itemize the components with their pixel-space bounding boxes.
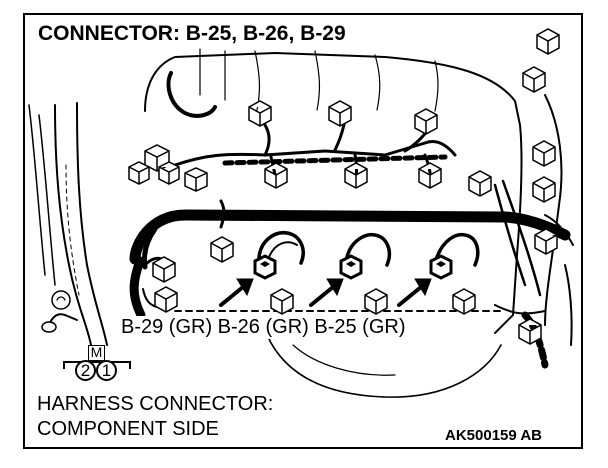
arrow-b25 [397,285,423,307]
main-harness [129,209,571,265]
wire-b26 [257,231,305,265]
ground-terminal [41,321,57,333]
wire-b25a [345,232,392,267]
ground-bolt-icon [51,290,71,310]
component-side-caption: COMPONENT SIDE [37,418,219,440]
connector-key: M [88,345,105,361]
pin-1: 1 [96,360,117,381]
front-cover [266,334,502,398]
arrow-b26 [309,285,335,307]
engine-harness-illustration [28,28,574,398]
top-loop [166,71,217,118]
diagram-frame: CONNECTOR: B-25, B-26, B-29 B-29 (GR) B-… [23,13,583,449]
diagram-title: CONNECTOR: B-25, B-26, B-29 [36,22,348,46]
figure-code: AK500159 AB [445,427,542,444]
wire-b26-b [268,241,298,258]
engine-outline [144,52,523,334]
harness-connector-caption: HARNESS CONNECTOR: [37,393,274,415]
connector-blocks [128,28,560,345]
wire-b25b [435,232,480,267]
connector-labels: B-29 (GR) B-26 (GR) B-25 (GR) [118,316,409,339]
left-hose-inner [65,164,80,296]
left-hose [54,102,108,346]
cylinder-head-edge [199,48,439,112]
connector-face-outline [63,361,131,369]
upper-harness [173,140,457,167]
target-connectors [253,254,453,280]
pointer-arrows [219,278,432,307]
arrow-b29 [219,285,245,307]
harness-branch-left [129,256,146,320]
pin-2: 2 [75,360,96,381]
right-harness [493,179,542,297]
front-cover-inner [292,344,396,376]
left-pipe [28,104,56,286]
upper-harness-dash [222,154,448,166]
